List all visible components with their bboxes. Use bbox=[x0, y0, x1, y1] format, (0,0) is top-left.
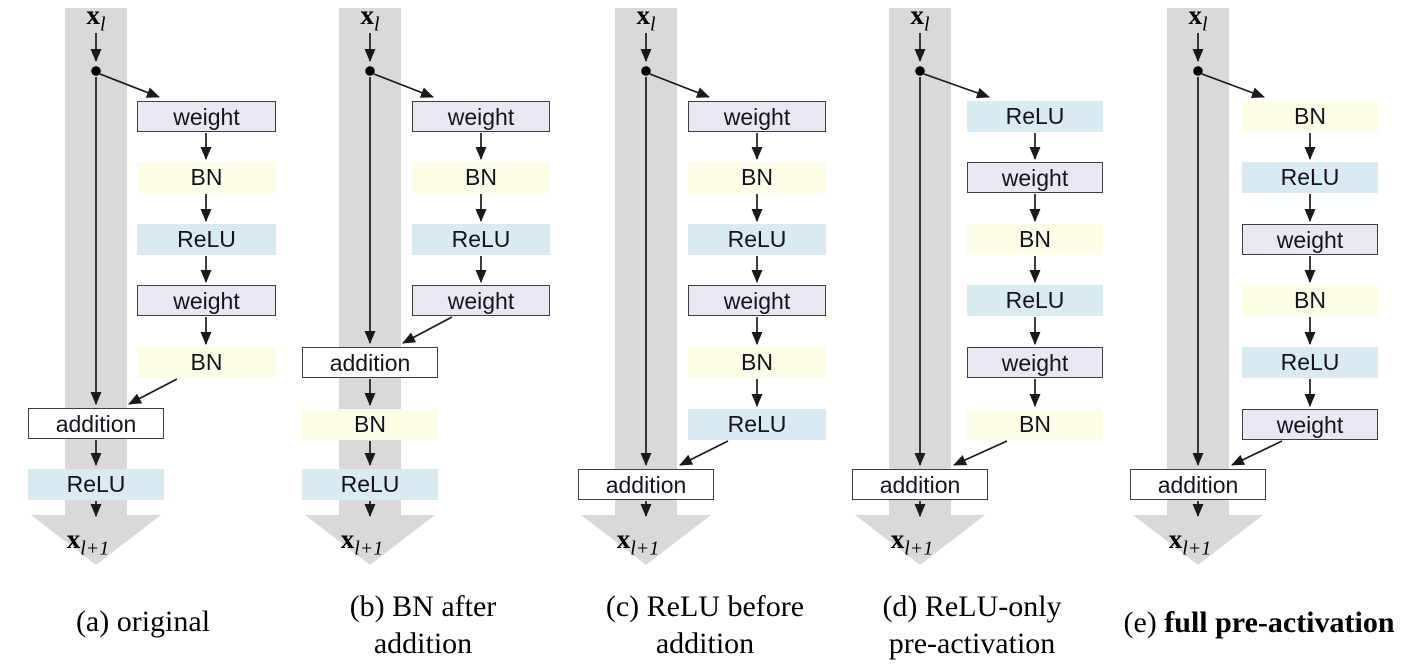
arrows-panel-a bbox=[90, 33, 212, 517]
input-label: xl bbox=[86, 0, 106, 36]
weight-box: weight bbox=[967, 347, 1103, 378]
output-label: xl+1 bbox=[1168, 524, 1212, 560]
bn-box: BN bbox=[1242, 285, 1378, 316]
caption-a: (a) original bbox=[75, 605, 211, 638]
weight-box: weight bbox=[688, 101, 826, 132]
relu-box: ReLU bbox=[688, 409, 826, 440]
relu-box: ReLU bbox=[412, 224, 550, 255]
weight-box: weight bbox=[137, 101, 276, 132]
bn-box: BN bbox=[1242, 101, 1378, 132]
branch-dot bbox=[641, 66, 651, 76]
branch-dot bbox=[915, 66, 925, 76]
relu-box: ReLU bbox=[1242, 162, 1378, 193]
bn-box: BN bbox=[137, 347, 276, 378]
input-label: xl bbox=[360, 0, 380, 36]
addition-box: addition bbox=[578, 469, 714, 500]
arrows-panel-e bbox=[1192, 33, 1316, 517]
arrows-panel-c bbox=[640, 33, 763, 517]
caption-e: (e) full pre-activation bbox=[1123, 606, 1395, 639]
bn-box: BN bbox=[688, 347, 826, 378]
weight-box: weight bbox=[412, 101, 550, 132]
arrows-panel-b bbox=[364, 33, 487, 517]
input-label: xl bbox=[636, 0, 656, 36]
output-label: xl+1 bbox=[616, 524, 660, 560]
addition-box: addition bbox=[1130, 469, 1266, 500]
output-label: xl+1 bbox=[890, 524, 934, 560]
relu-box: ReLU bbox=[688, 224, 826, 255]
weight-box: weight bbox=[688, 285, 826, 316]
bn-box: BN bbox=[967, 224, 1103, 255]
bn-box: BN bbox=[137, 162, 276, 193]
branch-dot bbox=[91, 66, 101, 76]
weight-box: weight bbox=[967, 162, 1103, 193]
branch-dot bbox=[365, 66, 375, 76]
relu-box: ReLU bbox=[967, 285, 1103, 316]
relu-box: ReLU bbox=[28, 469, 164, 500]
branch-dot bbox=[1193, 66, 1203, 76]
output-label: xl+1 bbox=[66, 524, 110, 560]
bn-box: BN bbox=[412, 162, 550, 193]
weight-box: weight bbox=[1242, 224, 1378, 255]
weight-box: weight bbox=[412, 285, 550, 316]
relu-box: ReLU bbox=[137, 224, 276, 255]
relu-box: ReLU bbox=[1242, 347, 1378, 378]
addition-box: addition bbox=[28, 408, 164, 439]
input-label: xl bbox=[910, 0, 930, 36]
arrows-panel-d bbox=[914, 33, 1041, 517]
addition-box: addition bbox=[302, 347, 438, 378]
output-label: xl+1 bbox=[340, 524, 384, 560]
relu-box: ReLU bbox=[967, 101, 1103, 132]
bn-box: BN bbox=[302, 409, 438, 440]
bn-box: BN bbox=[688, 162, 826, 193]
weight-box: weight bbox=[1242, 409, 1378, 440]
relu-box: ReLU bbox=[302, 469, 438, 500]
addition-box: addition bbox=[852, 469, 988, 500]
bn-box: BN bbox=[967, 409, 1103, 440]
weight-box: weight bbox=[137, 285, 276, 316]
input-label: xl bbox=[1188, 0, 1208, 36]
